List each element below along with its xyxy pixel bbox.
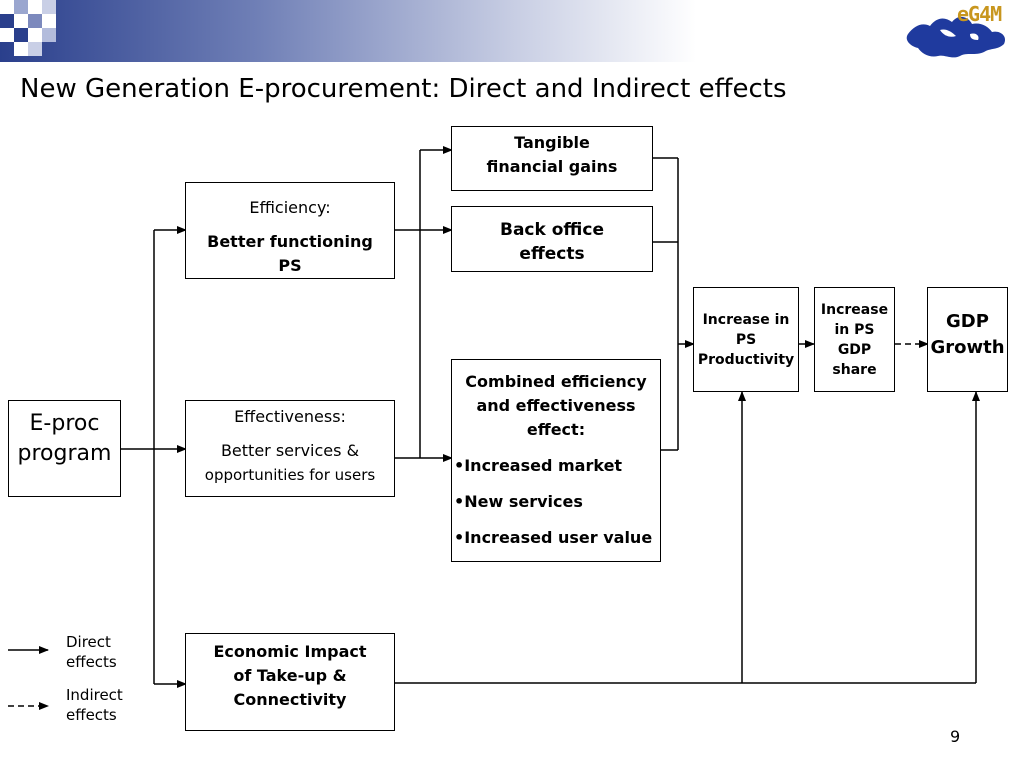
eproc-line2: program bbox=[17, 441, 112, 466]
ps-productivity-box: Increase in PS Productivity bbox=[693, 287, 799, 392]
efficiency-line2: PS bbox=[278, 256, 302, 275]
efficiency-line1: Better functioning bbox=[207, 232, 373, 251]
legend-indirect: Indirect effects bbox=[66, 685, 123, 725]
economic-line2: of Take-up & bbox=[233, 666, 347, 685]
gdp-line1: GDP bbox=[946, 311, 989, 332]
effectiveness-label: Effectiveness: bbox=[234, 407, 346, 426]
legend-indirect-line1: Indirect bbox=[66, 686, 123, 704]
legend-indirect-line2: effects bbox=[66, 706, 117, 724]
eg4m-logo-map-icon bbox=[906, 16, 1006, 58]
combined-bullet: •New services bbox=[454, 492, 583, 511]
backoffice-line1: Back office bbox=[500, 220, 604, 240]
gdpshare-line4: share bbox=[832, 362, 877, 378]
combined-line2: and effectiveness bbox=[476, 396, 636, 415]
tangible-line1: Tangible bbox=[514, 133, 590, 152]
gdpshare-line1: Increase bbox=[820, 302, 889, 318]
legend-direct-line2: effects bbox=[66, 653, 117, 671]
efficiency-label: Efficiency: bbox=[249, 198, 331, 217]
economic-line1: Economic Impact bbox=[213, 642, 367, 661]
page-number: 9 bbox=[950, 727, 961, 746]
combined-effect-box: Combined efficiency and effectiveness ef… bbox=[451, 359, 661, 562]
effectiveness-line1: Better services & bbox=[220, 441, 360, 460]
legend-direct: Direct effects bbox=[66, 632, 117, 672]
effectiveness-box: Effectiveness: Better services & opportu… bbox=[185, 400, 395, 497]
back-office-box: Back office effects bbox=[451, 206, 653, 272]
economic-impact-box: Economic Impact of Take-up & Connectivit… bbox=[185, 633, 395, 731]
gdp-line2: Growth bbox=[930, 337, 1005, 358]
backoffice-line2: effects bbox=[519, 244, 585, 264]
gdp-growth-box: GDP Growth bbox=[927, 287, 1008, 392]
tangible-gains-box: Tangible financial gains bbox=[451, 126, 653, 191]
productivity-line1: Increase in bbox=[702, 312, 790, 328]
combined-line3: effect: bbox=[526, 420, 586, 439]
logo-text: eG4M bbox=[957, 2, 1002, 26]
effectiveness-line2: opportunities for users bbox=[204, 466, 376, 484]
eproc-program-box: E-proc program bbox=[8, 400, 121, 497]
combined-bullet: •Increased market bbox=[454, 456, 623, 475]
eproc-line1: E-proc bbox=[29, 411, 100, 436]
header-mosaic bbox=[0, 0, 80, 62]
efficiency-box: Efficiency: Better functioning PS bbox=[185, 182, 395, 279]
productivity-line3: Productivity bbox=[697, 352, 795, 368]
productivity-line2: PS bbox=[735, 332, 757, 348]
combined-bullet: •Increased user value bbox=[454, 528, 653, 547]
legend-direct-line1: Direct bbox=[66, 633, 111, 651]
ps-gdp-share-box: Increase in PS GDP share bbox=[814, 287, 895, 392]
gdpshare-line2: in PS bbox=[834, 322, 875, 338]
header-band bbox=[0, 0, 1024, 62]
gdpshare-line3: GDP bbox=[837, 342, 872, 358]
tangible-line2: financial gains bbox=[486, 157, 618, 176]
combined-line1: Combined efficiency bbox=[465, 372, 647, 391]
slide-title: New Generation E-procurement: Direct and… bbox=[20, 74, 787, 104]
economic-line3: Connectivity bbox=[233, 690, 347, 709]
